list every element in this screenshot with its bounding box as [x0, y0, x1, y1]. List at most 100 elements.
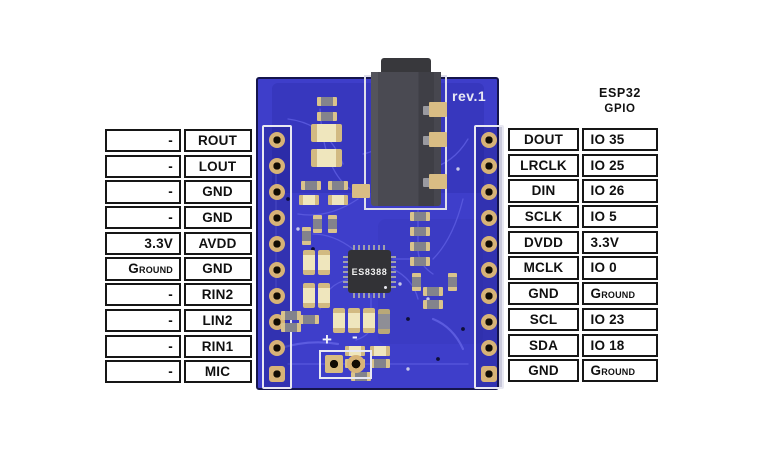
- resistor: [281, 311, 301, 320]
- capacitor: [303, 250, 315, 275]
- capacitor: [303, 283, 315, 308]
- pin-cell: RIN1: [183, 334, 252, 358]
- capacitor: [328, 195, 348, 205]
- jack-pad: [429, 174, 447, 189]
- pin-cell: -: [105, 360, 181, 384]
- pin-cell: GND: [183, 206, 252, 230]
- jack-pin-pad: [423, 178, 430, 187]
- capacitor: [348, 308, 360, 333]
- resistor: [370, 359, 390, 368]
- pin-cell: GND: [508, 359, 579, 383]
- pin-cell: IO 23: [581, 307, 658, 331]
- resistor: [423, 300, 443, 309]
- pin-hole: [481, 210, 497, 226]
- pin-hole: [481, 184, 497, 200]
- left-pin-header: [262, 125, 292, 389]
- pin-cell: Ground: [581, 282, 658, 306]
- pin-cell: IO 18: [581, 333, 658, 357]
- capacitor: [370, 346, 390, 356]
- resistor: [423, 287, 443, 296]
- chip-pins-right: [391, 255, 396, 288]
- power-pad-minus: [347, 355, 365, 373]
- resistor: [412, 273, 421, 291]
- pin-cell: LOUT: [183, 154, 252, 178]
- es8388-chip: ES8388: [348, 250, 391, 293]
- pin-hole: [269, 262, 285, 278]
- pin-hole: [481, 132, 497, 148]
- pin-hole: [481, 158, 497, 174]
- resistor: [328, 215, 337, 233]
- pin-cell: LRCLK: [508, 153, 579, 177]
- pin-hole: [481, 366, 497, 382]
- jack-pad: [429, 132, 447, 147]
- pin-cell: SCL: [508, 307, 579, 331]
- chip-pins-bottom: [353, 293, 386, 298]
- capacitor: [318, 283, 330, 308]
- audio-jack-barrel: [381, 58, 431, 75]
- chip-pin1-dot: [384, 286, 387, 289]
- capacitor: [299, 195, 319, 205]
- resistor: [317, 112, 337, 121]
- jack-pad: [352, 184, 370, 198]
- resistor: [448, 273, 457, 291]
- jack-pin-pad: [423, 136, 430, 145]
- pin-cell: AVDD: [183, 231, 252, 255]
- capacitor: [363, 308, 375, 333]
- jack-pad: [429, 102, 447, 117]
- chip-pins-left: [343, 255, 348, 288]
- pin-cell: ROUT: [183, 129, 252, 153]
- pin-cell: -: [105, 129, 181, 153]
- resistor: [410, 227, 430, 236]
- capacitor: [311, 149, 342, 167]
- esp32-label: ESP32: [599, 86, 641, 100]
- pin-hole: [481, 236, 497, 252]
- chip-pins-top: [353, 245, 386, 250]
- chip-label: ES8388: [351, 266, 388, 277]
- resistor: [301, 181, 321, 190]
- pin-cell: MIC: [183, 360, 252, 384]
- pin-hole: [269, 184, 285, 200]
- capacitor: [311, 124, 342, 142]
- pin-cell: -: [105, 283, 181, 307]
- pin-cell: -: [105, 206, 181, 230]
- pin-cell: IO 5: [581, 205, 658, 229]
- pin-cell: RIN2: [183, 283, 252, 307]
- pin-hole: [481, 340, 497, 356]
- pin-cell: -: [105, 180, 181, 204]
- pin-cell: IO 25: [581, 153, 658, 177]
- pin-cell: -: [105, 154, 181, 178]
- pin-cell: SDA: [508, 333, 579, 357]
- pin-cell: Ground: [105, 257, 181, 281]
- resistor: [317, 97, 337, 106]
- resistor: [410, 212, 430, 221]
- right-pin-header: [474, 125, 504, 389]
- pin-cell: LIN2: [183, 308, 252, 332]
- gpio-label: GPIO: [604, 103, 636, 115]
- pin-cell: IO 35: [581, 128, 658, 152]
- pin-cell: GND: [183, 180, 252, 204]
- pin-cell: GND: [508, 282, 579, 306]
- pin-cell: -: [105, 334, 181, 358]
- left-pin-table: - ROUT - LOUT - GND - GND 3.3V AVDD Grou…: [105, 129, 252, 384]
- resistor: [302, 227, 311, 245]
- pin-hole: [481, 314, 497, 330]
- pin-cell: GND: [183, 257, 252, 281]
- pin-cell: Ground: [581, 359, 658, 383]
- capacitor: [378, 309, 390, 334]
- pin-hole: [269, 210, 285, 226]
- resistor: [281, 323, 301, 332]
- pin-cell: DVDD: [508, 230, 579, 254]
- right-pin-table: DOUT IO 35 LRCLK IO 25 DIN IO 26 SCLK IO…: [508, 128, 658, 383]
- power-connector-outline: [319, 350, 372, 379]
- resistor: [313, 215, 322, 233]
- pin-hole: [269, 158, 285, 174]
- pin-hole: [269, 132, 285, 148]
- pin-hole: [269, 366, 285, 382]
- pin-cell: SCLK: [508, 205, 579, 229]
- capacitor: [318, 250, 330, 275]
- plus-marking: +: [322, 330, 332, 349]
- resistor: [299, 315, 319, 324]
- pin-hole: [269, 340, 285, 356]
- pin-cell: 3.3V: [581, 230, 658, 254]
